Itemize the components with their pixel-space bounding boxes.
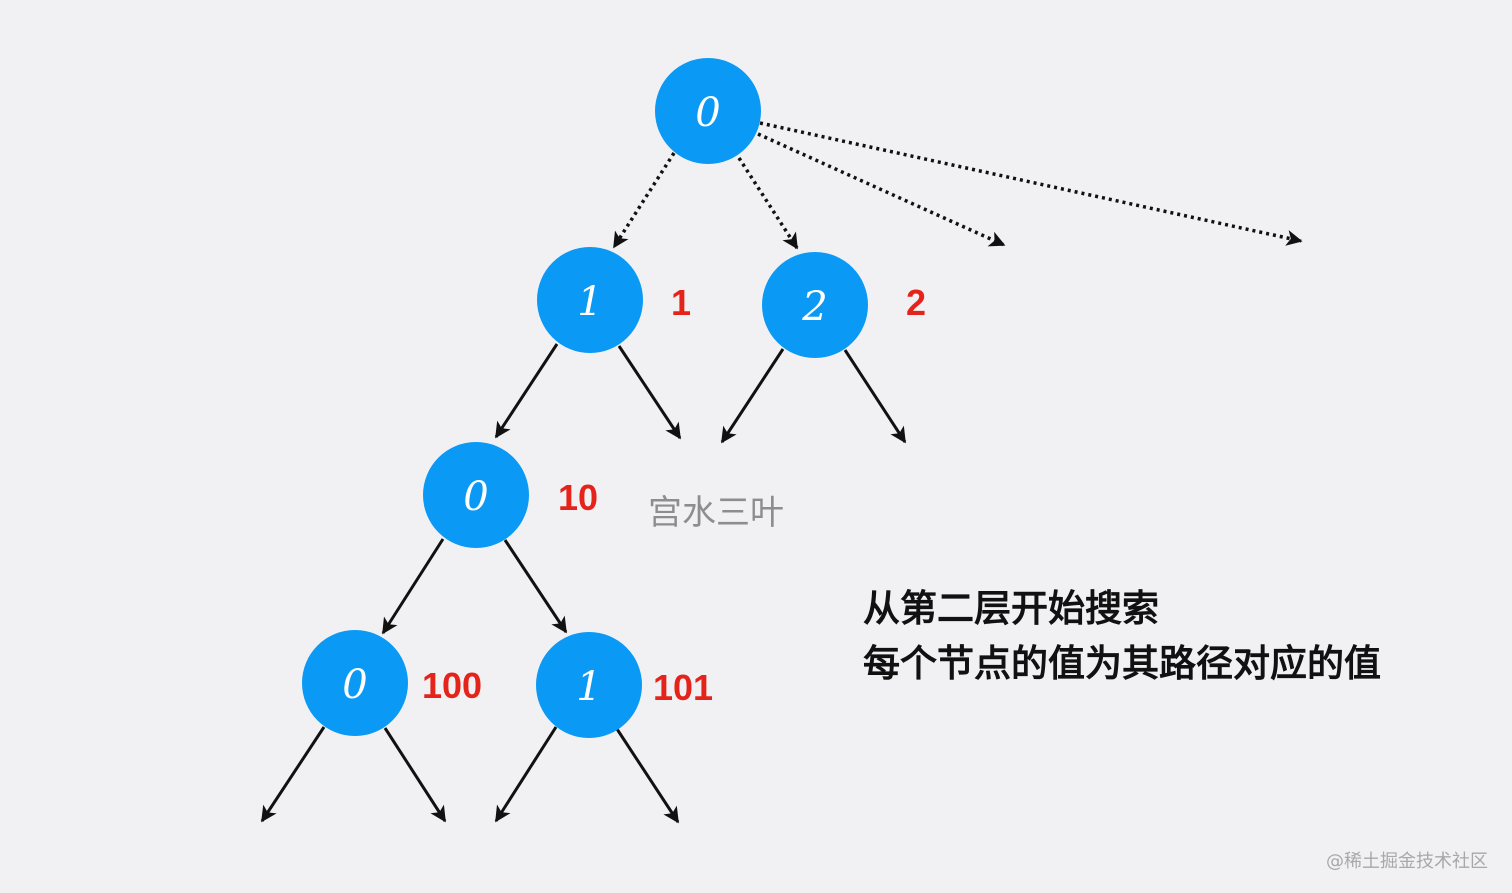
node-value-label: 1 <box>671 282 691 323</box>
node-circle <box>536 632 642 738</box>
node-label: 0 <box>695 90 720 136</box>
node-value-label: 2 <box>906 282 926 323</box>
edge-n1-n10 <box>494 343 559 439</box>
node-value-label: 101 <box>653 667 713 708</box>
edge-n100-open-g <box>383 727 447 823</box>
edge-root-n2 <box>737 157 799 250</box>
note-line-1: 从第二层开始搜索 <box>863 587 1159 630</box>
edge-n1-open-c <box>617 345 682 440</box>
node-label: 2 <box>801 284 827 330</box>
note-line-2: 每个节点的值为其路径对应的值 <box>863 642 1381 685</box>
tree-node-n10: 0 10 <box>423 442 598 548</box>
node-circle <box>762 252 868 358</box>
node-label: 0 <box>463 474 488 520</box>
edge-root-open-a <box>757 132 1006 247</box>
node-circle <box>655 58 761 164</box>
tree-node-n1: 1 1 <box>537 247 691 353</box>
node-value-label: 100 <box>422 665 482 706</box>
edge-n2-open-e <box>843 349 907 444</box>
edge-n100-open-f <box>260 726 326 823</box>
tree-node-n100: 0 100 <box>302 630 482 736</box>
tree-node-n2: 2 2 <box>762 252 926 358</box>
edge-n10-n101 <box>503 539 568 634</box>
edge-root-n1 <box>612 152 676 249</box>
watermark: @稀土掘金技术社区 <box>1326 851 1488 872</box>
node-label: 0 <box>342 662 367 708</box>
edge-n2-open-d <box>720 348 785 444</box>
edge-n10-n100 <box>381 538 445 635</box>
node-label: 1 <box>577 279 602 325</box>
author-mark: 宫水三叶 <box>648 493 784 533</box>
node-value-label: 10 <box>558 477 598 518</box>
node-circle <box>537 247 643 353</box>
tree-node-n101: 1 101 <box>536 632 713 738</box>
tree-node-root: 0 <box>655 58 761 164</box>
node-circle <box>302 630 408 736</box>
edges-layer <box>260 121 1303 824</box>
node-circle <box>423 442 529 548</box>
edge-root-open-b <box>759 121 1303 246</box>
edge-n101-open-h <box>494 726 558 823</box>
edge-n101-open-i <box>615 728 680 824</box>
node-label: 1 <box>576 664 601 710</box>
